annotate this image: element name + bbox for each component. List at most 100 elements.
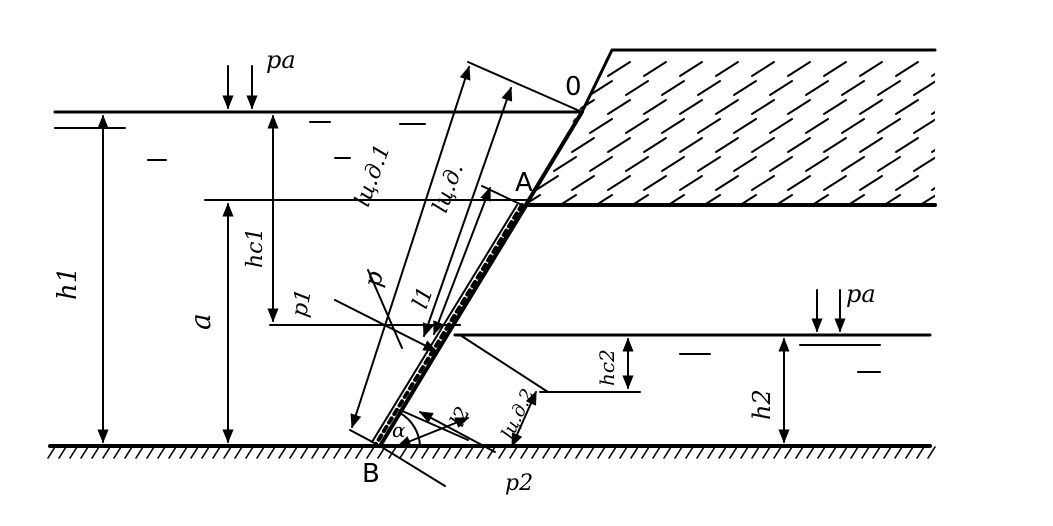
ground-hatch-stroke [223,446,232,459]
soil-hatch-stroke [841,118,865,134]
soil-hatch-stroke [697,156,721,172]
label-alpha: α [392,418,406,442]
soil-hatch-stroke [607,137,631,153]
soil-hatch-stroke [715,137,739,153]
ground-hatch-stroke [630,446,639,459]
dim-l2 [396,417,470,447]
label-pa-left: pa [266,46,296,74]
soil-hatch-stroke [589,118,613,134]
soil-hatch-stroke [877,118,901,134]
ground-hatch-stroke [641,446,650,459]
label-h2: h2 [748,389,776,420]
soil-hatch-stroke [679,137,703,153]
ground-hatch-stroke [168,446,177,459]
ground-hatch-stroke [872,446,881,459]
ground-hatch-stroke [795,446,804,459]
soil-hatch-stroke [769,118,793,134]
soil-hatch-stroke [751,61,775,77]
label-ld: lц.д. [428,160,469,216]
soil-hatch-stroke [661,194,685,205]
soil-hatch-stroke [643,99,667,115]
dim-ld2 [511,390,537,448]
ground-hatch-stroke [201,446,210,459]
soil-hatch-stroke [661,80,685,96]
ground-hatch-stroke [487,446,496,459]
angle-alpha-arc [399,412,421,447]
ground-hatch-stroke [190,446,199,459]
ground-hatch-stroke [718,446,727,459]
soil-hatch-stroke [643,137,667,153]
soil-hatch-stroke [697,80,721,96]
ground-hatch-stroke [784,446,793,459]
soil-hatch-stroke [535,137,559,153]
soil-hatch-stroke [805,118,829,134]
ground-hatch-stroke [707,446,716,459]
ground-hatch-stroke [465,446,474,459]
ext-line-l2 [399,409,469,441]
label-point-a: A [515,168,533,198]
soil-hatch-stroke [769,80,793,96]
label-point-o: 0 [565,72,582,102]
ground-hatch-stroke [817,446,826,459]
ground-hatch-stroke [531,446,540,459]
soil-hatch-stroke [877,80,901,96]
soil-hatch-stroke [751,175,775,191]
force-p2 [418,411,496,453]
soil-hatch-stroke [823,175,847,191]
soil-hatch-stroke [950,119,972,133]
soil-hatch-stroke [571,137,595,153]
ground-hatch-stroke [278,446,287,459]
soil-hatch-stroke [661,118,685,134]
label-hc1: hc1 [243,228,268,269]
upstream-water-surface [53,110,584,161]
soil-hatch-stroke [500,138,522,152]
soil-hatch-stroke [805,194,829,205]
ground-hatch-stroke [388,446,397,459]
soil-hatch-stroke [841,156,865,172]
soil-hatch-stroke [553,156,577,172]
ground-hatch-stroke [410,446,419,459]
ground-hatch-stroke [619,446,628,459]
soil-hatch-stroke [643,175,667,191]
soil-hatch-stroke [733,194,757,205]
soil-hatch-stroke [751,99,775,115]
ground-hatch-stroke [564,446,573,459]
ground-hatch-stroke [751,446,760,459]
label-p: p [358,269,388,289]
soil-hatch-stroke [805,80,829,96]
soil-hatch-stroke [895,137,919,153]
soil-hatch-stroke [805,156,829,172]
soil-block [500,48,972,207]
soil-hatch-stroke [625,80,649,96]
soil-hatch-stroke [715,99,739,115]
soil-hatch-stroke [733,118,757,134]
ground-hatch-stroke [586,446,595,459]
label-p1: p1 [287,287,316,319]
ground-hatch-stroke [674,446,683,459]
soil-hatch-stroke [625,118,649,134]
ground-hatch-stroke [47,446,56,459]
ground-hatch-stroke [729,446,738,459]
ground-hatch-stroke [300,446,309,459]
soil-hatch-stroke [535,175,559,191]
ground-hatch-stroke [289,446,298,459]
ground-hatch-stroke [355,446,364,459]
force-p1 [334,299,438,352]
ground-hatch-stroke [454,446,463,459]
force-p [367,269,403,349]
ground-hatch-stroke [333,446,342,459]
soil-hatch-stroke [527,118,541,134]
label-pa-right: pa [846,280,876,308]
soil-hatch-stroke [571,175,595,191]
label-p2: p2 [505,471,533,496]
ground-hatch-stroke [344,446,353,459]
ground-hatch-stroke [839,446,848,459]
ground-hatch-stroke [91,446,100,459]
ground-hatch-stroke [421,446,430,459]
soil-hatch-stroke [841,194,865,205]
ground-hatch-stroke [157,446,166,459]
soil-hatch-stroke [787,99,811,115]
soil-hatch-stroke [931,99,935,115]
soil-hatch-stroke [625,194,649,205]
soil-hatch-stroke [877,156,901,172]
